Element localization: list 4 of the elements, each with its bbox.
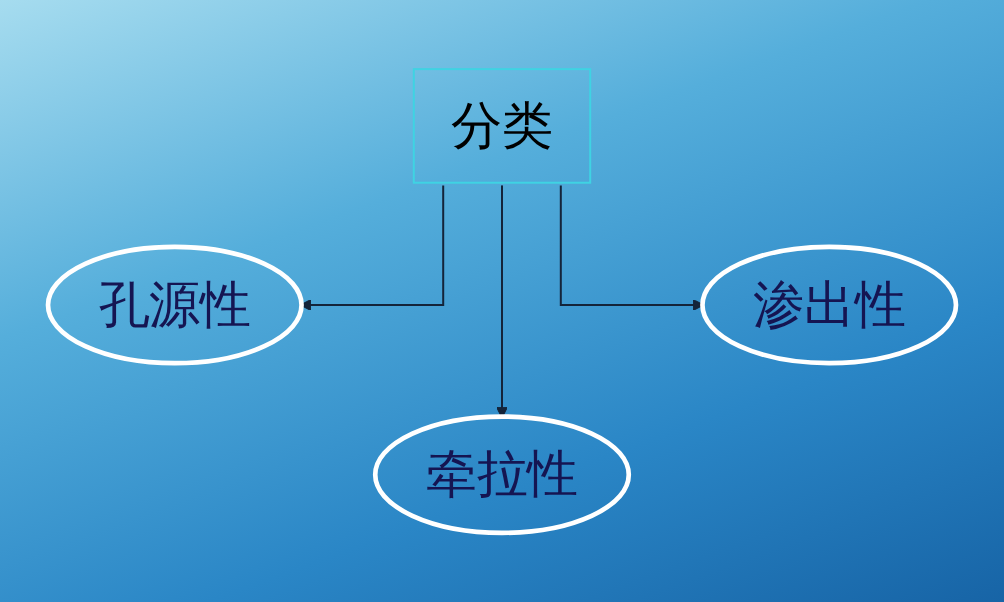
node-box: 分类 (412, 68, 592, 184)
node-ellipse: 牵拉性 (372, 414, 632, 536)
node-ellipse: 渗出性 (700, 244, 959, 366)
node-ellipse: 孔源性 (45, 244, 304, 366)
